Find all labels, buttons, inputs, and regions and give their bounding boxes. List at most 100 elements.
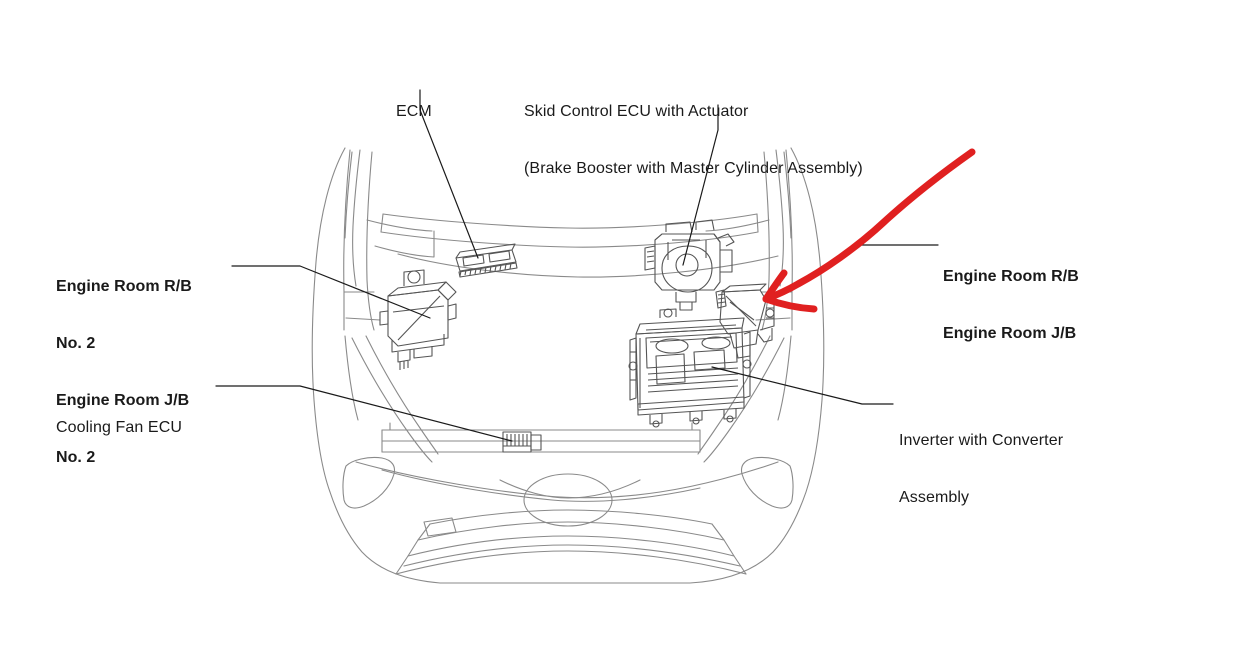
jb1-bracket-right (757, 328, 773, 343)
jb1-diag-fold (725, 295, 757, 327)
jb1-diag-fold-2 (729, 301, 755, 321)
skid-reservoir (665, 221, 693, 233)
ecm-slot-left (462, 254, 485, 267)
inverter-with-converter-label-line-1: Inverter with Converter (899, 432, 1064, 449)
cooling-fan-ecu-leader-line (215, 385, 513, 442)
inverter-rib-2 (647, 373, 739, 381)
inverter-with-converter-leader-line (711, 366, 894, 405)
bumper-mid-line-1 (417, 521, 725, 541)
jb2-latch-circle (407, 270, 421, 284)
vehicle-outline-group (311, 147, 825, 584)
bumper-upper-edge (429, 509, 713, 525)
cooling-fan-ecu-label-line-1: Cooling Fan ECU (56, 419, 182, 436)
engine-room-rb-no2-label-line-2: No. 2 (56, 335, 96, 352)
inverter-foot-2 (689, 411, 703, 422)
jb1-connector-ribs (717, 293, 726, 304)
ecm-label: ECM (396, 64, 432, 159)
right-inner-fender-arch-2 (697, 335, 771, 455)
jb2-top-face (387, 281, 447, 297)
inverter-with-converter-label: Inverter with Converter Assembly (899, 393, 1063, 545)
inverter-window-2 (693, 349, 726, 371)
jb2-right-tab (447, 303, 457, 321)
red-arrow-annotation (762, 148, 976, 313)
inverter-foot-3 (723, 409, 737, 420)
left-inner-fender-arch (351, 337, 433, 463)
bumper-lower-edge (395, 550, 747, 575)
engine-room-rb-jb-label: Engine Room R/B Engine Room J/B (943, 229, 1079, 381)
firewall-band-left-cap (380, 213, 384, 233)
skid-control-actuator-part (644, 219, 735, 311)
jb1-connector-head (715, 289, 727, 309)
engine-room-rb-jb-label-line-2: Engine Room J/B (943, 325, 1077, 342)
inverter-converter-assembly-part (628, 308, 752, 428)
left-apron-outer (343, 149, 351, 331)
jb2-main-box (387, 289, 449, 347)
skid-booster-hub (675, 253, 699, 277)
cooling-fan-ecu-label: Cooling Fan ECU (56, 380, 182, 475)
bumper-right-return (711, 523, 747, 575)
inverter-lower-rail (637, 396, 745, 416)
lower-valance (403, 544, 741, 567)
skid-control-ecu-leader-line (682, 104, 719, 266)
jb2-latch-cap (403, 269, 425, 286)
jb2-bracket (413, 346, 433, 359)
engine-room-rb-no2-label-line-4: No. 2 (56, 449, 96, 466)
skid-lower-boss (679, 302, 693, 311)
ecm-base (458, 262, 518, 278)
jb2-foot-left (397, 350, 411, 363)
skid-lower-neck (675, 292, 697, 303)
skid-booster-drum (661, 245, 713, 293)
cooling-fan-ecu-body (502, 431, 532, 453)
left-inner-fender-arch-2 (365, 335, 439, 455)
jb1-right-boss (766, 307, 774, 319)
inverter-foot-1 (649, 414, 663, 425)
inverter-lid-outline (645, 332, 738, 369)
jb2-foot-ribs (399, 361, 409, 370)
inverter-top-inner (645, 324, 737, 331)
inverter-window-1 (655, 353, 686, 385)
jb2-right-face (437, 281, 457, 301)
grille-upper-lip (381, 469, 701, 502)
jb2-diag-crease (397, 295, 441, 341)
inverter-lid-bolt-line (649, 336, 733, 343)
bumper-left-return (395, 523, 431, 575)
engine-room-rb-no2-leader-line (231, 265, 431, 319)
bumper-mid-line-2 (407, 535, 735, 557)
skid-control-ecu-label: Skid Control ECU with Actuator (Brake Bo… (524, 64, 863, 216)
skid-left-connector-ribs (646, 250, 655, 263)
ecm-connector-part (455, 243, 518, 278)
inverter-right-mount (742, 359, 752, 369)
skid-top-face (654, 233, 721, 243)
ecm-body-top (455, 243, 516, 259)
ecm-leader-line (419, 89, 479, 259)
radiator-support-tab-right (679, 422, 693, 431)
inverter-foot-bolt-1 (652, 420, 660, 428)
skid-right-bracket (720, 249, 733, 273)
skid-right-tab (717, 233, 735, 247)
right-apron-lower (777, 335, 792, 421)
inverter-left-mount (628, 361, 638, 371)
inverter-foot-bolt-2 (692, 417, 700, 425)
skid-reservoir-cap (695, 219, 715, 231)
inverter-port-left (655, 338, 689, 354)
jb2-lid-crease (392, 305, 445, 313)
jb1-lower-skirt (729, 329, 759, 349)
engine-room-rb-jb-leader-line (771, 244, 939, 298)
right-inner-fender-arch (703, 337, 785, 463)
radiator-support-tab-left (389, 422, 403, 431)
engine-room-rb-no2-label: Engine Room R/B No. 2 Engine Room J/B No… (56, 239, 192, 505)
engine-room-rb-no2-label-line-1: Engine Room R/B (56, 278, 192, 295)
left-apron-inner (366, 151, 375, 331)
inverter-with-converter-label-line-2: Assembly (899, 489, 970, 506)
red-arrow-head-lower (762, 295, 818, 313)
left-apron-fold (352, 149, 361, 287)
vehicle-emblem (523, 473, 613, 527)
ecm-slot-right (488, 250, 511, 263)
left-headlight (342, 456, 396, 509)
left-strut-tower-shelf (366, 219, 433, 232)
left-strut-tower-face (374, 230, 435, 258)
red-arrow-shaft (762, 148, 976, 303)
ecm-body (455, 249, 517, 272)
